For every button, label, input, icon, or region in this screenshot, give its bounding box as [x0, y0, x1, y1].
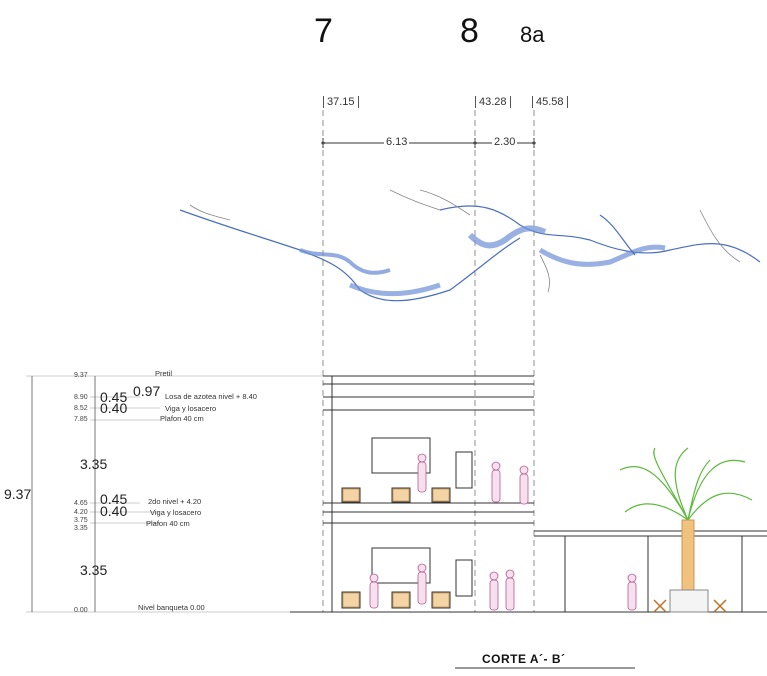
tree-sketch [179, 189, 761, 302]
level-mark: 8.90 [74, 394, 88, 401]
roof-beam-dim: 0.40 [100, 400, 128, 416]
floor-height-upper: 3.35 [80, 456, 108, 472]
note-beam-lower: Viga y losacero [150, 508, 202, 517]
note-second-level: 2do nivel + 4.20 [148, 497, 202, 506]
level-mark: 9.37 [74, 372, 88, 379]
furniture [342, 488, 450, 608]
total-height: 9.37 [4, 486, 32, 502]
spacing-8-8a: 2.30 [492, 136, 518, 148]
palm-tree [619, 447, 753, 521]
note-beam-upper: Viga y losacero [165, 404, 217, 413]
note-ceiling-lower: Plafon 40 cm [146, 519, 190, 528]
roof-slab-dim: 0.45 [100, 389, 128, 405]
coordinate-8a: 45.58 [532, 96, 568, 108]
people-figures [369, 453, 637, 611]
level-mark: 0.00 [74, 607, 88, 614]
level-mark: 4.65 [74, 500, 88, 507]
note-roof-slab: Losa de azotea nivel + 8.40 [165, 392, 257, 401]
spacing-7-8: 6.13 [384, 136, 410, 148]
grid-axis-8: 8 [460, 12, 479, 50]
coordinate-7: 37.15 [323, 96, 359, 108]
note-ground-level: Nivel banqueta 0.00 [138, 603, 205, 612]
planter [669, 589, 709, 613]
level-mark: 3.75 [74, 517, 88, 524]
outdoor-stools [653, 599, 727, 613]
floor-height-lower: 3.35 [80, 562, 108, 578]
mid-slab-dim: 0.45 [100, 491, 128, 507]
building-section [290, 375, 767, 613]
mid-beam-dim: 0.40 [100, 503, 128, 519]
level-mark: 8.52 [74, 405, 88, 412]
grid-axis-7: 7 [314, 12, 333, 50]
roof-total-dim: 0.97 [133, 383, 161, 399]
level-lines [26, 375, 323, 613]
palm-trunk [681, 519, 695, 591]
grid-axis-8a: 8a [520, 22, 545, 47]
level-mark: 4.20 [74, 509, 88, 516]
canopy [534, 530, 767, 612]
level-mark: 7.85 [74, 416, 88, 423]
note-pretil: Pretil [155, 369, 173, 378]
section-title: CORTE A´- B´ [482, 652, 566, 666]
note-ceiling-upper: Plafon 40 cm [160, 414, 204, 423]
level-mark: 3.35 [74, 525, 88, 532]
coordinate-8: 43.28 [475, 96, 511, 108]
